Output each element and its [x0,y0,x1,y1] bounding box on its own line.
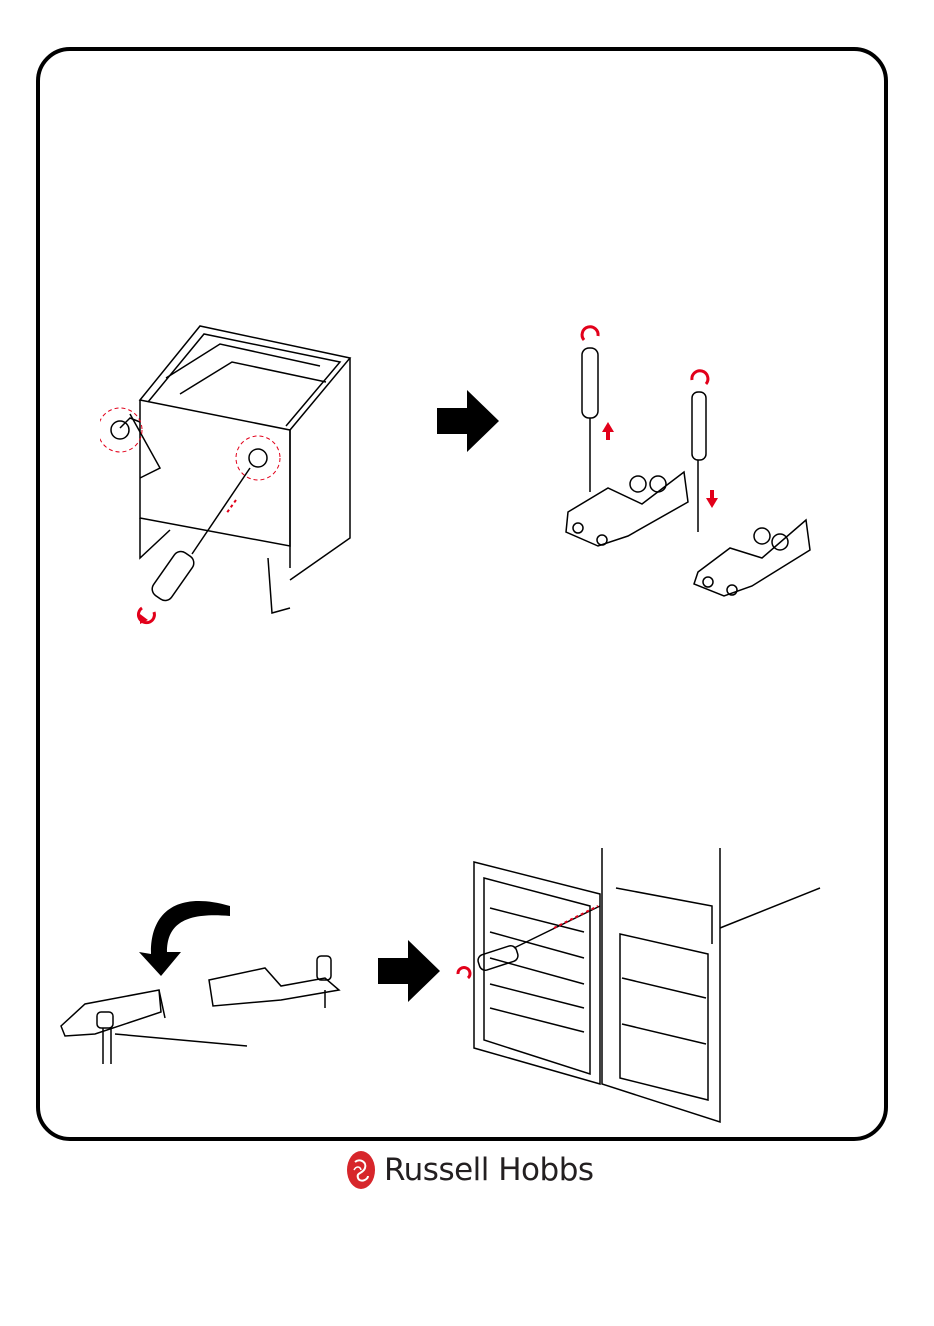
rotate-curve-arrow-icon [139,901,230,976]
illustration-remove-hinge-screws [100,318,365,630]
hinge-screw-left [111,421,129,439]
screwdriver-icon [477,906,600,972]
brand-logo: Russell Hobbs [346,1150,594,1190]
brand-name: Russell Hobbs [384,1152,594,1188]
next-step-arrow-icon [437,390,499,452]
hinge-screw-right [249,449,267,467]
illustration-hinge-brackets [548,322,813,602]
next-step-arrow-icon [378,940,440,1002]
illustration-refit-door [450,848,822,1130]
illustration-swap-hinge-pin [55,894,345,1074]
brand-emblem-icon [346,1150,376,1190]
